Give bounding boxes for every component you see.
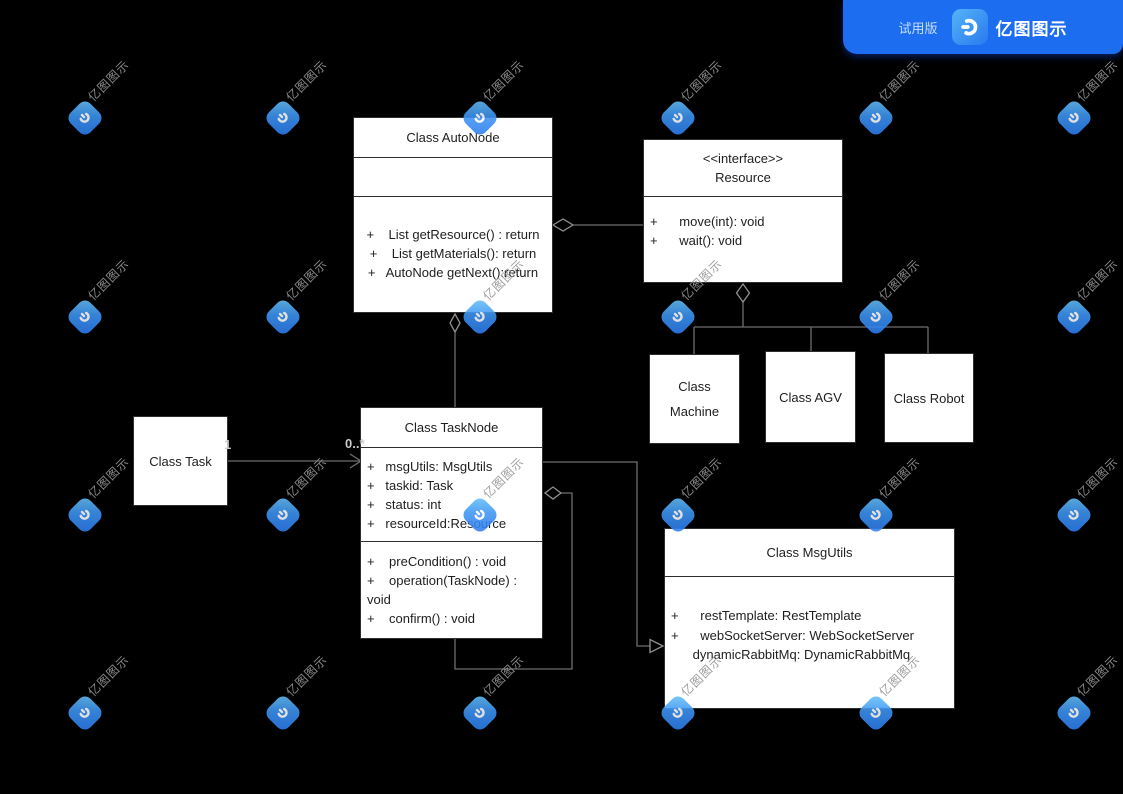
triangle-arrow-msgutils (649, 638, 665, 654)
edraw-logo-icon (951, 9, 988, 45)
aggregation-diamond-tasknode-self (543, 486, 563, 500)
method-line: + List getResource() : return (366, 227, 540, 242)
class-title: Class Task (149, 453, 212, 469)
class-box-resource[interactable]: <<interface>> Resource + move(int): void… (643, 139, 843, 283)
class-title: Class MsgUtils (665, 529, 954, 577)
class-title: Class Machine (669, 379, 720, 419)
class-box-machine[interactable]: Class Machine (649, 354, 740, 444)
class-title: Class AutoNode (354, 118, 552, 158)
methods-compartment: + preCondition() : void + operation(Task… (361, 542, 542, 628)
field-line: + restTemplate: RestTemplate (671, 608, 862, 623)
method-line: + AutoNode getNext():return (367, 265, 539, 280)
trial-banner[interactable]: 试用版 亿图图示 (843, 0, 1123, 54)
field-line: + webSocketServer: WebSocketServer (671, 627, 914, 643)
methods-compartment: + move(int): void + wait(): void (644, 197, 842, 250)
method-line: + confirm() : void (367, 611, 475, 626)
methods-compartment: + List getResource() : return + List get… (354, 197, 552, 282)
class-box-agv[interactable]: Class AGV (765, 351, 856, 443)
method-line: + wait(): void (650, 233, 743, 248)
aggregation-diamond-resource (735, 282, 751, 304)
method-line: + move(int): void (650, 214, 765, 229)
multiplicity-label-1: 1 (224, 437, 232, 452)
class-title: Class Robot (893, 390, 965, 406)
field-line: dynamicRabbitMq: DynamicRabbitMq (671, 647, 911, 662)
brand-name: 亿图图示 (995, 19, 1068, 39)
fields-compartment: + restTemplate: RestTemplate + webSocket… (665, 577, 954, 665)
field-line: + msgUtils: MsgUtils (367, 459, 493, 474)
class-title: Class TaskNode (361, 408, 542, 448)
class-title: Class AGV (779, 389, 842, 405)
aggregation-diamond-autonode-resource (551, 218, 575, 232)
method-line: + operation(TaskNode) : (367, 573, 517, 588)
fields-compartment: + msgUtils: MsgUtils + taskid: Task + st… (361, 448, 542, 542)
class-box-msgutils[interactable]: Class MsgUtils + restTemplate: RestTempl… (664, 528, 955, 709)
method-line: + List getMaterials(): return (369, 246, 537, 261)
class-title: <<interface>> Resource (644, 140, 842, 197)
class-box-tasknode[interactable]: Class TaskNode + msgUtils: MsgUtils + ta… (360, 407, 543, 639)
interface-name: Resource (715, 170, 771, 185)
aggregation-diamond-autonode-tasknode (449, 312, 461, 334)
multiplicity-label-0-star: 0..* (345, 436, 365, 451)
class-box-robot[interactable]: Class Robot (884, 353, 974, 443)
trial-version-label: 试用版 (898, 20, 938, 36)
field-line: + resourceId:Resource (367, 516, 507, 531)
fields-compartment (354, 158, 552, 197)
stereotype-label: <<interface>> (702, 151, 784, 166)
class-box-task[interactable]: Class Task (133, 416, 228, 506)
class-box-autonode[interactable]: Class AutoNode + List getResource() : re… (353, 117, 553, 313)
field-line: + taskid: Task (367, 478, 454, 493)
method-line: + preCondition() : void (367, 554, 507, 569)
field-line: + status: int (367, 497, 442, 512)
method-line: void (367, 592, 391, 607)
